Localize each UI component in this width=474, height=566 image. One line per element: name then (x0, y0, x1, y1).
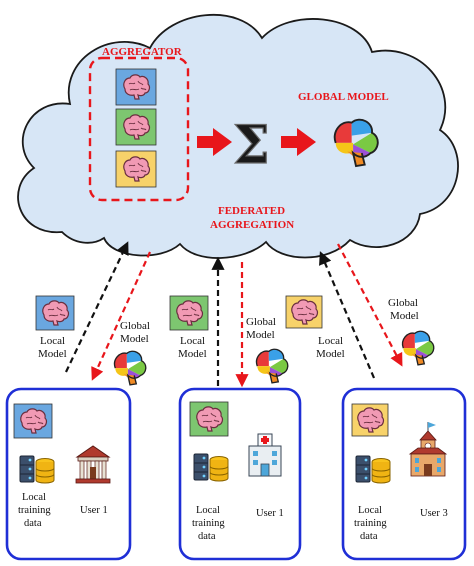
hospital-icon (248, 433, 282, 477)
local-model-label-user2-line2: Model (178, 348, 207, 360)
download-arrow-user1 (91, 251, 152, 381)
global-model-label-user1-line1: Global (120, 320, 150, 332)
aggregator-dashed-box (88, 56, 190, 202)
user1-data-label-line1: Local (22, 492, 46, 503)
user3-data-label-line2: training (354, 518, 387, 529)
user2-data-label-line3: data (198, 531, 216, 542)
user-box-3: Local training data User 3 (341, 387, 467, 561)
aggregate-arrow-right (281, 128, 316, 156)
global-model-title: GLOBAL MODEL (298, 91, 389, 103)
aggregator-model-tile-green (115, 108, 157, 146)
user3-model-tile (351, 403, 389, 437)
local-model-label-user2-line1: Local (180, 335, 205, 347)
download-arrow-user3 (337, 243, 403, 367)
global-model-label-user3-line1: Global (388, 297, 418, 309)
local-model-label-user1-line1: Local (40, 335, 65, 347)
user1-name-label: User 1 (80, 505, 108, 516)
aggregator-model-tile-yellow (115, 150, 157, 188)
local-model-label-user3-line2: Model (316, 348, 345, 360)
school-icon (408, 422, 448, 477)
user3-name-label: User 3 (420, 508, 448, 519)
aggregate-arrow-left (197, 128, 232, 156)
aggregator-label: AGGREGATOR (102, 46, 183, 58)
local-model-label-user3-line1: Local (318, 335, 343, 347)
local-model-tile-user2 (169, 295, 209, 331)
museum-icon (75, 445, 111, 484)
local-model-label-user1-line2: Model (38, 348, 67, 360)
user2-model-tile (189, 401, 229, 437)
database-icon (193, 453, 229, 482)
global-model-label-user2-line1: Global (246, 316, 276, 328)
upload-arrow-user3 (319, 251, 376, 379)
user-box-2: Local training data User 1 (178, 387, 302, 561)
sum-icon: Σ (233, 115, 270, 176)
user1-data-label-line3: data (24, 518, 42, 529)
global-model-label-user3-line2: Model (390, 310, 419, 322)
local-model-tile-user3 (285, 295, 323, 329)
global-model-label-user1-line2: Model (120, 333, 149, 345)
database-icon (19, 455, 55, 484)
user-box-1: Local training data User 1 (5, 387, 132, 561)
local-model-tile-user1 (35, 295, 75, 331)
global-model-brain-user1-icon (113, 350, 147, 386)
global-model-brain-user3-icon (401, 330, 435, 366)
global-model-label-user2-line2: Model (246, 329, 275, 341)
federated-label-line2: AGGREGATION (210, 219, 294, 231)
user2-data-label-line1: Local (196, 505, 220, 516)
aggregator-model-tile-blue (115, 68, 157, 106)
user3-data-label-line3: data (360, 531, 378, 542)
upload-arrow-user1 (65, 241, 129, 373)
federated-label-line1: FEDERATED (218, 205, 285, 217)
user2-data-label-line2: training (192, 518, 225, 529)
user3-data-label-line1: Local (358, 505, 382, 516)
global-model-brain-user2-icon (255, 348, 289, 384)
user1-data-label-line2: training (18, 505, 51, 516)
database-icon (355, 455, 391, 484)
user1-model-tile (13, 403, 53, 439)
user2-name-label: User 1 (256, 508, 284, 519)
